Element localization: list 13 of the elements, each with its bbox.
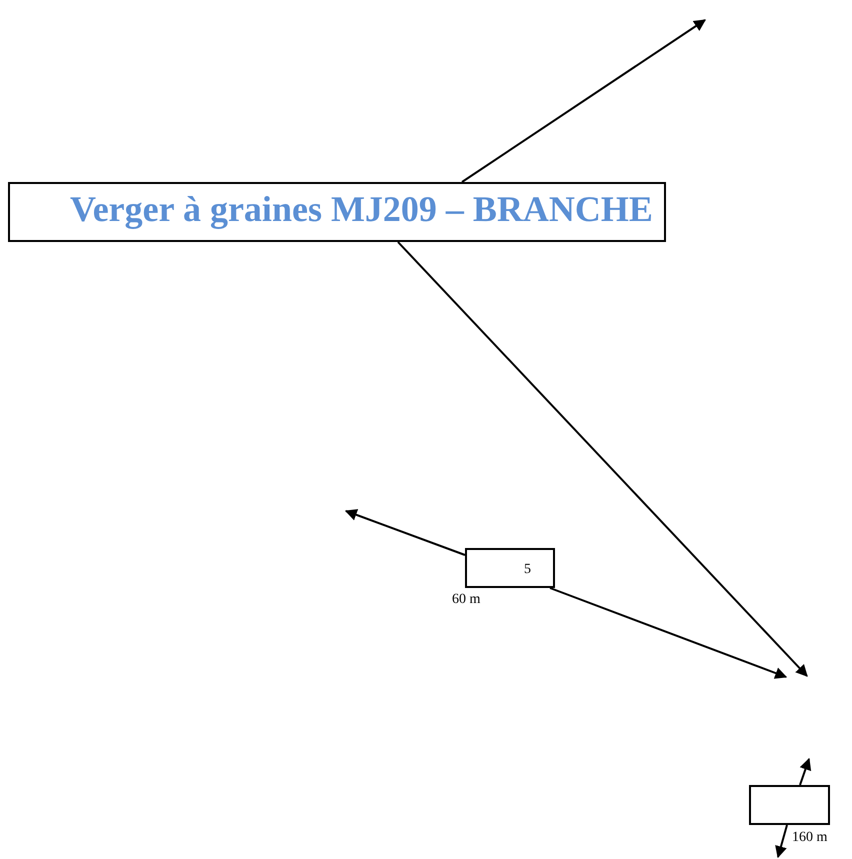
arrow (775, 824, 788, 858)
plot-number: 5 (524, 562, 531, 578)
arrow (799, 758, 812, 786)
heading-box (8, 182, 666, 242)
dimension-label: 160 m (792, 830, 828, 846)
dimension-label: 60 m (452, 592, 480, 608)
arrow (344, 509, 466, 556)
arrow (461, 19, 706, 183)
box-heading: Verger à graines MJ209 – BRANCHE (70, 190, 653, 230)
plot-box (465, 548, 555, 588)
arrow (550, 587, 788, 679)
arrow (397, 241, 808, 677)
plot-box (749, 785, 830, 825)
